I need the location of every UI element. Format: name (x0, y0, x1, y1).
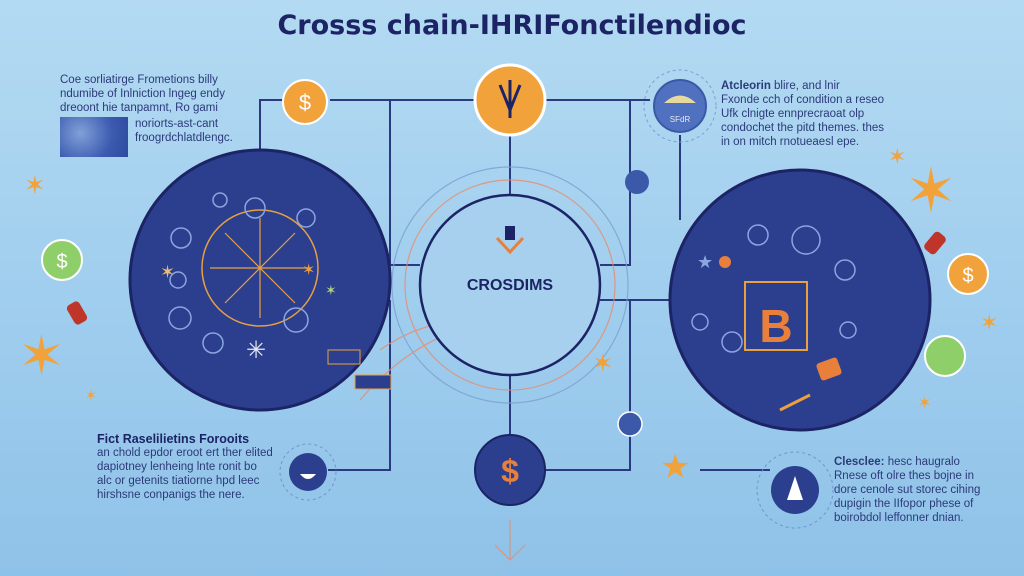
svg-text:✶: ✶ (302, 262, 315, 279)
dollar-coin-bottom-center: $ (474, 434, 546, 506)
text-line: noriorts-ast-cant (135, 118, 219, 130)
svg-text:★: ★ (660, 448, 690, 486)
star-icon: ✶ (160, 262, 175, 282)
bottom-right-icon (756, 451, 834, 529)
text-line: Rnese oft olre thes bojne in (834, 470, 975, 482)
dollar-coin-top-left: $ (282, 79, 328, 125)
center-hub-circle: CROSDIMS (418, 193, 602, 377)
dollar-coin-right: $ (947, 253, 989, 295)
text-line: hirshsne conpanigs the nere. (97, 489, 245, 501)
svg-text:$: $ (299, 90, 311, 115)
svg-text:✶: ✶ (85, 387, 97, 403)
small-link-icon (617, 411, 643, 437)
text-line: hesc haugralo (884, 456, 960, 468)
left-hub-circle: ✶ ✶ ✶ ✳ (128, 148, 392, 412)
heading: Atcleorin (721, 80, 771, 92)
page-title: Crosss chain-IHRIFonctilendioc (277, 10, 747, 41)
svg-text:$: $ (501, 453, 519, 489)
text-line: Coe sorliatirge Frometions billy (60, 74, 218, 86)
svg-text:✶: ✶ (905, 157, 957, 226)
text-line: dore cenole sut storec cihing (834, 484, 981, 496)
text-line: in on mitch rnotueaesl epe. (721, 136, 860, 148)
bottom-left-icon (279, 443, 337, 501)
text-line: alc or getenits tiatiorne hpd leec (97, 475, 260, 487)
dollar-coin-left: $ (41, 239, 83, 281)
svg-text:✶: ✶ (24, 170, 46, 200)
svg-text:$: $ (56, 251, 67, 273)
text-line: an chold epdor eroot ert ther elited (97, 447, 273, 459)
star-icons: ✶ ✶ ✶ ✶ ✶ ✶ ★ ✶ ✶ (18, 144, 998, 486)
svg-text:✶: ✶ (918, 395, 931, 412)
text-line: Fxonde cch of condition a reseo (721, 94, 885, 106)
svg-text:✶: ✶ (888, 144, 906, 169)
bitcoin-icon: B (759, 300, 792, 352)
finance-coin-top-center (473, 63, 547, 137)
green-coin-right (924, 335, 966, 377)
text-line: ndumibe of Inlniction lngeg endy (60, 88, 225, 100)
svg-text:✶: ✶ (325, 282, 337, 298)
right-hub-circle: B ★ (668, 168, 932, 432)
svg-text:SFdR: SFdR (670, 115, 691, 124)
text-line: froogrdchlatdlengc. (135, 132, 233, 144)
flower-icon: ✳ (246, 337, 266, 364)
thumbnail-image (60, 117, 128, 157)
top-left-text: Coe sorliatirge Frometions billy ndumibe… (60, 73, 225, 115)
svg-text:✶: ✶ (980, 310, 998, 335)
heading: Fict Raselilietins Forooits (97, 432, 250, 446)
text-line: Ufk clnigte ennprecraoat olp (721, 108, 865, 120)
svg-text:★: ★ (697, 252, 713, 272)
bottom-right-text: Clesclee: hesc haugralo Rnese oft olre t… (834, 455, 980, 525)
heading: Clesclee: (834, 456, 885, 468)
text-line: blire, and lnir (770, 80, 840, 92)
center-label: CROSDIMS (467, 277, 554, 294)
svg-text:✶: ✶ (18, 324, 65, 387)
top-left-side-text: noriorts-ast-cant froogrdchlatdlengc. (135, 117, 233, 145)
svg-text:$: $ (962, 265, 973, 287)
text-line: dupigin the IIfopor phese of (834, 498, 974, 510)
text-line: condochet the pitd themes. thes (721, 122, 885, 134)
bank-icon-circle: SFdR (643, 69, 717, 143)
top-right-text: Atcleorin blire, and lnir Fxonde cch of … (721, 79, 884, 149)
svg-text:✶: ✶ (592, 348, 614, 378)
small-globe-icon (625, 170, 649, 194)
bottom-left-text: Fict Raselilietins Forooits an chold epd… (97, 432, 273, 502)
text-line: boirobdol leffonner dnian. (834, 512, 964, 524)
text-line: dapiotney lenheing lnte ronit bo (97, 461, 257, 473)
text-line: dreoont hie tanpamnt, Ro gami (60, 102, 218, 114)
